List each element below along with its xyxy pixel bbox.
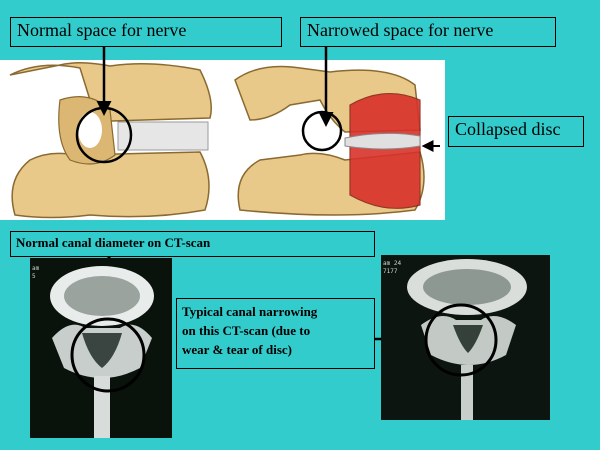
- normal-ct-svg: am 5: [30, 258, 172, 438]
- normal-ct-scan: am 5: [30, 258, 172, 438]
- normal-canal-circle: [70, 317, 146, 393]
- narrowed-ct-mark: am 24: [383, 260, 401, 267]
- normal-space-text: Normal space for nerve: [17, 20, 187, 40]
- narrowed-space-text: Narrowed space for nerve: [307, 20, 494, 40]
- degenerated-vertebral-body-cut: [349, 92, 421, 209]
- normal-ct-mark-2: 5: [32, 273, 36, 280]
- collapsed-disc-text: Collapsed disc: [455, 119, 561, 139]
- typical-narrowing-line-3: wear & tear of disc): [182, 342, 292, 357]
- typical-narrowing-label: Typical canal narrowing on this CT-scan …: [176, 298, 375, 369]
- narrowed-canal-circle: [424, 303, 498, 377]
- narrowed-ct-spinous: [461, 365, 473, 420]
- narrowed-ct-canal: [453, 325, 483, 353]
- normal-foramen: [78, 112, 102, 148]
- narrowed-ct-scan: am 24 7177: [381, 255, 550, 420]
- narrowed-ct-mark-2: 7177: [383, 268, 398, 275]
- normal-canal-text: Normal canal diameter on CT-scan: [16, 235, 211, 250]
- normal-ct-canal: [82, 333, 122, 368]
- normal-disc: [117, 121, 209, 151]
- degenerated-spine: [234, 65, 425, 216]
- normal-canal-label: Normal canal diameter on CT-scan: [10, 231, 375, 257]
- normal-ct-spinous: [94, 376, 110, 438]
- normal-lower-vertebra: [11, 151, 210, 219]
- narrowed-ct-svg: am 24 7177: [381, 255, 550, 420]
- normal-space-label: Normal space for nerve: [10, 17, 282, 47]
- typical-narrowing-line-2: on this CT-scan (due to: [182, 323, 311, 338]
- collapsed-disc-label: Collapsed disc: [448, 116, 584, 147]
- collapsed-disc-shape: [344, 132, 421, 150]
- normal-ct-mark: am: [32, 265, 40, 272]
- typical-narrowing-line-1: Typical canal narrowing: [182, 304, 318, 319]
- narrowed-space-label: Narrowed space for nerve: [300, 17, 556, 47]
